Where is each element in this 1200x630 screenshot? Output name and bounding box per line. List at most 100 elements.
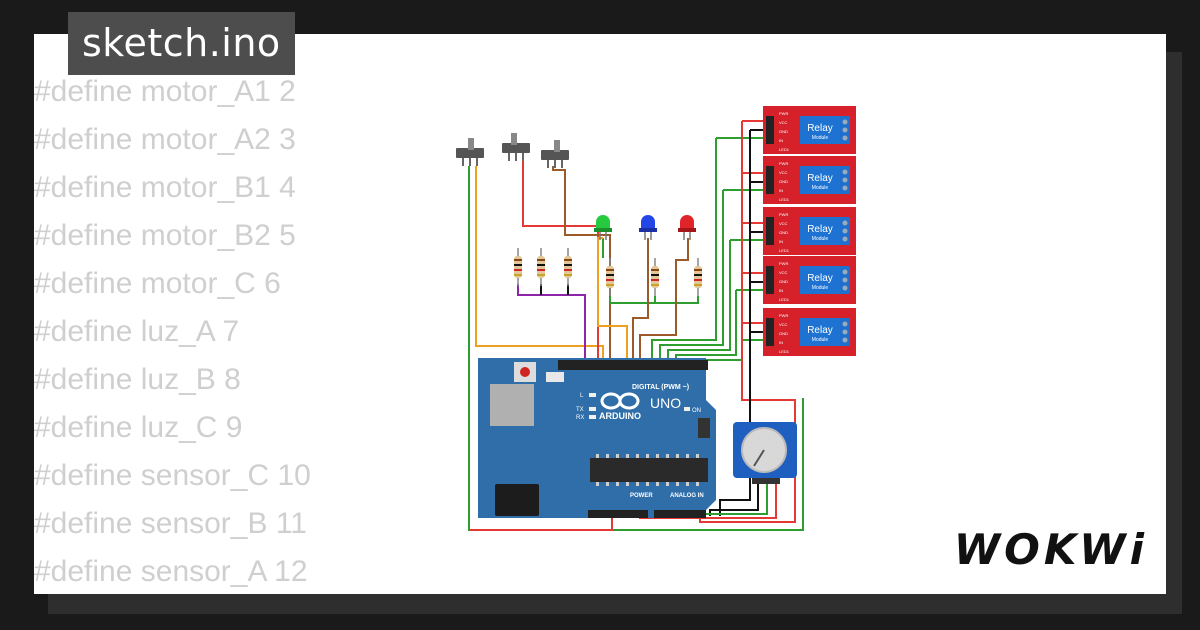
- on-label: ON: [692, 408, 701, 414]
- relay-subtitle: Module: [812, 135, 829, 141]
- crystal: [546, 372, 564, 382]
- wire-purple-1: [517, 284, 586, 368]
- arduino-logo-icon: [600, 392, 640, 410]
- wire-brown-3: [639, 238, 689, 368]
- led-green[interactable]: [594, 215, 612, 240]
- relay-subtitle: Module: [812, 236, 829, 242]
- wire-relay-gnd: [719, 130, 751, 516]
- pot-header: [752, 478, 780, 484]
- relay-modules[interactable]: RelayModulePWRVCCGNDINLED1RelayModulePWR…: [763, 106, 856, 356]
- power-jack: [495, 484, 539, 516]
- code-editor[interactable]: #define motor_A1 2 #define motor_A2 3 #def…: [34, 68, 311, 596]
- switch-1[interactable]: [456, 138, 484, 166]
- relay-pin-label: LED1: [779, 349, 790, 354]
- relay-pin-label: PWR: [779, 111, 788, 116]
- wire-relay-1: [651, 138, 717, 368]
- relay-pin-label: PWR: [779, 212, 788, 217]
- usb-port: [490, 384, 534, 426]
- wire-green-1: [468, 166, 804, 531]
- code-line: #define motor_B1 4: [34, 171, 296, 204]
- board-model: UNO: [650, 395, 681, 411]
- resistor-6[interactable]: [694, 258, 702, 296]
- relay-pin-label: PWR: [779, 261, 788, 266]
- relay-pin-label: GND: [779, 331, 788, 336]
- resistors[interactable]: [514, 248, 702, 296]
- wire-brown-2: [632, 238, 649, 368]
- relay-pin-label: GND: [779, 129, 788, 134]
- switch-2[interactable]: [502, 133, 530, 161]
- relay-pin-label: VCC: [779, 322, 788, 327]
- code-line: #define motor_C 6: [34, 267, 281, 300]
- relay-title: Relay: [807, 273, 833, 284]
- relay-pin-label: LED1: [779, 297, 790, 302]
- file-tab-title[interactable]: sketch.ino: [68, 12, 295, 75]
- led-red[interactable]: [678, 215, 696, 240]
- power-label: POWER: [630, 493, 653, 499]
- relay-pin-label: VCC: [779, 120, 788, 125]
- relay-subtitle: Module: [812, 285, 829, 291]
- code-line: #define luz_C 9: [34, 411, 243, 444]
- rx-led: [589, 415, 596, 419]
- on-led: [684, 407, 690, 411]
- wire-relay-vcc-branch: [742, 120, 766, 324]
- resistor-1[interactable]: [514, 248, 522, 286]
- potentiometer[interactable]: [733, 422, 797, 484]
- relay-title: Relay: [807, 173, 833, 184]
- relay-pin-label: VCC: [779, 270, 788, 275]
- code-line: #define sensor_B 11: [34, 507, 307, 540]
- code-line: #define luz_A 7: [34, 315, 240, 348]
- digital-label: DIGITAL (PWM ~): [632, 384, 689, 391]
- power-header: [588, 510, 648, 518]
- code-line: #define motor_A2 3: [34, 123, 296, 156]
- wire-brown-1: [552, 166, 611, 368]
- relay-pin-label: IN: [779, 188, 783, 193]
- relay-pin-label: IN: [779, 138, 783, 143]
- relay-pin-label: GND: [779, 179, 788, 184]
- relay-pin-label: IN: [779, 340, 783, 345]
- atmega-chip: [590, 458, 708, 482]
- relay-title: Relay: [807, 325, 833, 336]
- resistor-2[interactable]: [537, 248, 545, 286]
- switch-3[interactable]: [541, 140, 569, 168]
- led-blue[interactable]: [639, 215, 657, 240]
- rx-label: RX: [576, 415, 584, 421]
- l-label: L: [580, 393, 584, 399]
- digital-header: [558, 360, 708, 370]
- wokwi-logo: WOKWi: [953, 525, 1148, 574]
- code-line: #define sensor_C 10: [34, 459, 311, 492]
- arduino-uno[interactable]: ARDUINO UNO DIGITAL (PWM ~) POWER ANALOG…: [478, 358, 716, 518]
- wire-relay-4: [675, 289, 766, 368]
- resistor-4[interactable]: [606, 258, 614, 296]
- icsp-header: [698, 418, 710, 438]
- wire-orange-1: [475, 166, 604, 368]
- wire-5v: [469, 516, 613, 531]
- reset-icon[interactable]: [520, 367, 530, 377]
- relay-pin-label: VCC: [779, 170, 788, 175]
- relay-pin-label: IN: [779, 288, 783, 293]
- resistor-5[interactable]: [651, 258, 659, 296]
- slide-switches[interactable]: [456, 133, 569, 168]
- code-line: #define motor_A1 2: [34, 75, 296, 108]
- analog-label: ANALOG IN: [670, 493, 704, 499]
- code-line: #define sensor_A 12: [34, 555, 308, 588]
- relay-pin-label: PWR: [779, 313, 788, 318]
- resistor-3[interactable]: [564, 248, 572, 286]
- l-led: [589, 393, 596, 397]
- leds[interactable]: [594, 215, 696, 240]
- relay-pin-label: IN: [779, 239, 783, 244]
- relay-pin-label: PWR: [779, 161, 788, 166]
- board-brand: ARDUINO: [599, 411, 641, 421]
- code-line: #define luz_B 8: [34, 363, 241, 396]
- relay-pin-label: LED1: [779, 197, 790, 202]
- analog-header: [654, 510, 706, 518]
- relay-pin-label: LED1: [779, 248, 790, 253]
- relay-title: Relay: [807, 224, 833, 235]
- code-line: #define motor_B2 5: [34, 219, 296, 252]
- tx-led: [589, 407, 596, 411]
